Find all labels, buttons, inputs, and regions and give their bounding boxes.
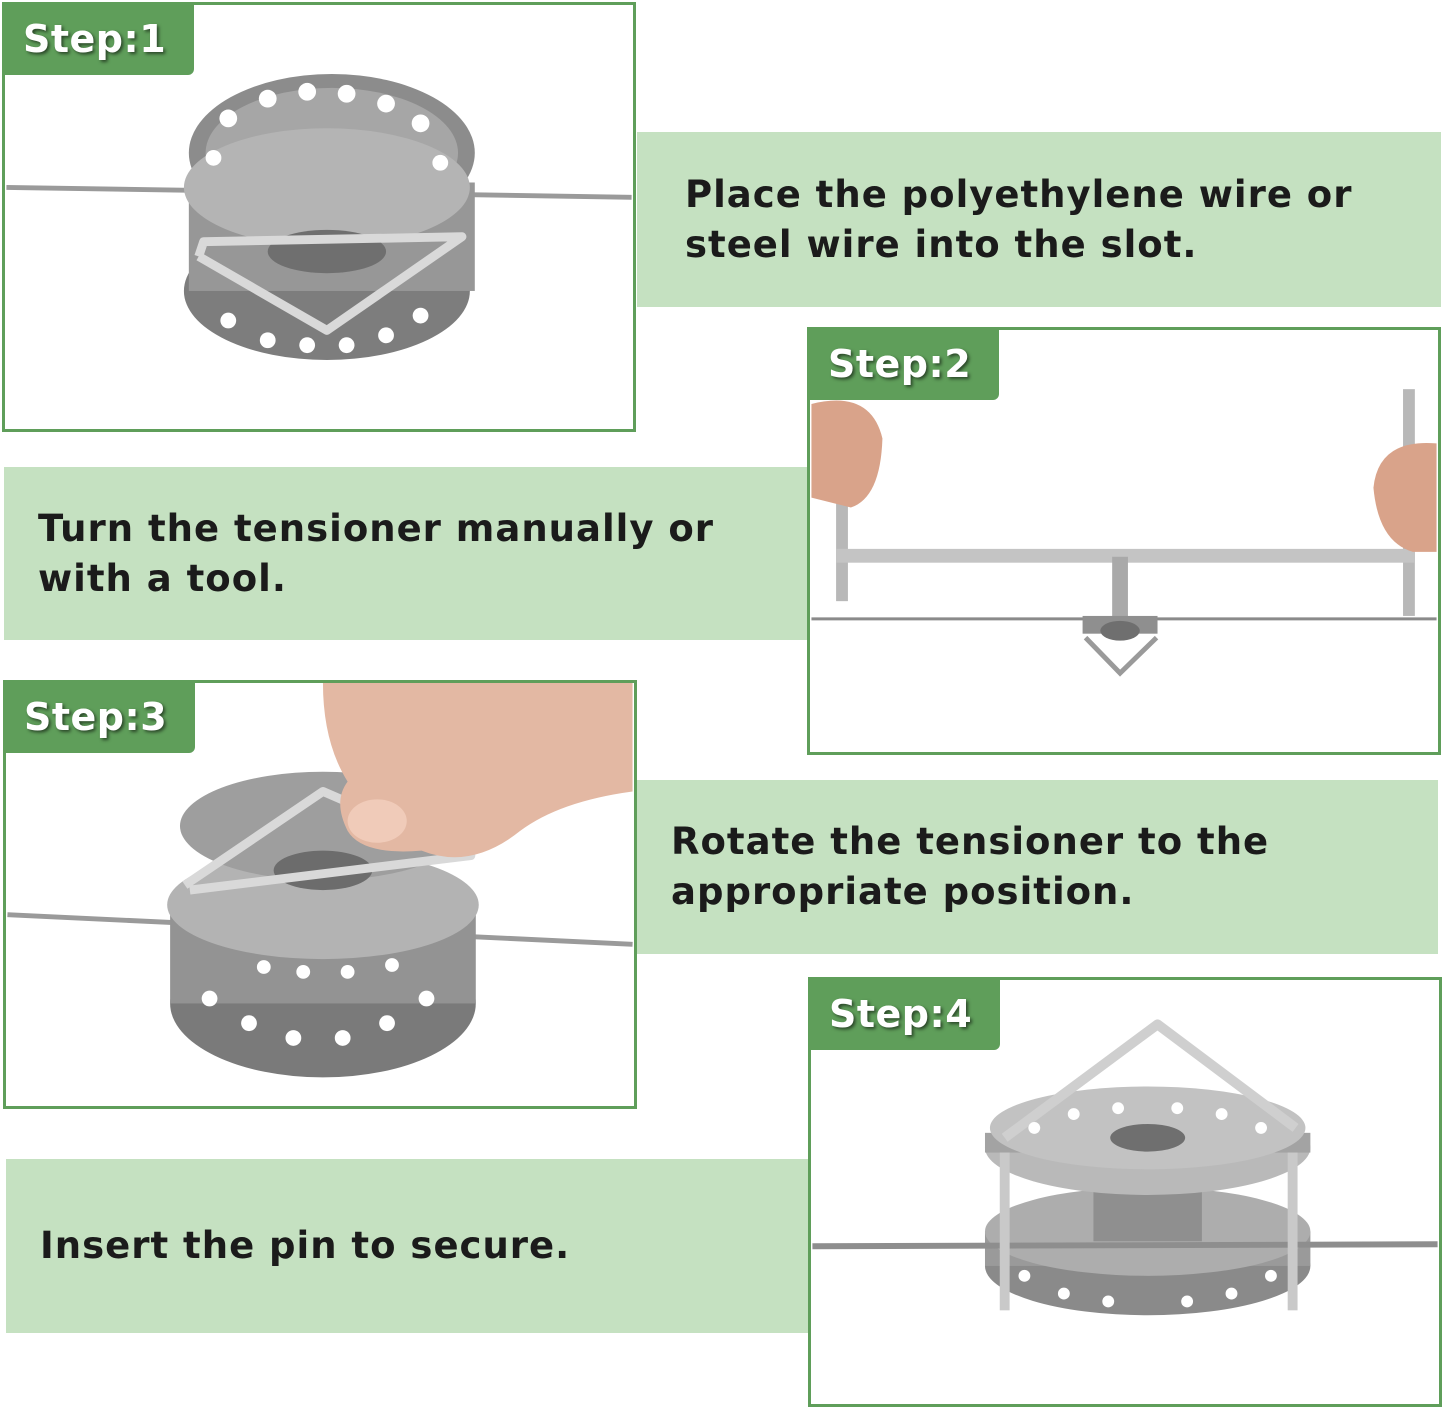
step1-instruction-box: Place the polyethylene wire or steel wir… — [637, 132, 1441, 307]
step2-instruction-text: Turn the tensioner manually or with a to… — [38, 506, 715, 600]
step4-instruction-text: Insert the pin to secure. — [40, 1224, 571, 1267]
step2-instruction-box: Turn the tensioner manually or with a to… — [4, 467, 807, 640]
step1-tensioner-illustration — [6, 74, 632, 360]
step4-badge: Step:4 — [811, 980, 1001, 1050]
step3-instruction-text: Rotate the tensioner to the appropriate … — [671, 820, 1270, 913]
step2-badge: Step:2 — [810, 330, 1000, 400]
step1-badge: Step:1 — [5, 5, 195, 75]
step2-tool-illustration — [811, 389, 1437, 677]
step4-photo-panel: Step:4 — [808, 977, 1442, 1407]
step4-instruction-box: Insert the pin to secure. — [6, 1159, 808, 1333]
step3-photo-panel: Step:3 — [3, 680, 637, 1109]
step3-instruction-box: Rotate the tensioner to the appropriate … — [637, 780, 1438, 954]
step1-photo-panel: Step:1 — [2, 2, 636, 432]
step2-photo-panel: Step:2 — [807, 327, 1441, 755]
step3-tensioner-illustration — [7, 683, 633, 1078]
step3-badge: Step:3 — [6, 683, 196, 753]
step4-tensioner-illustration — [812, 1019, 1438, 1316]
step1-instruction-text: Place the polyethylene wire or steel wir… — [685, 172, 1353, 266]
